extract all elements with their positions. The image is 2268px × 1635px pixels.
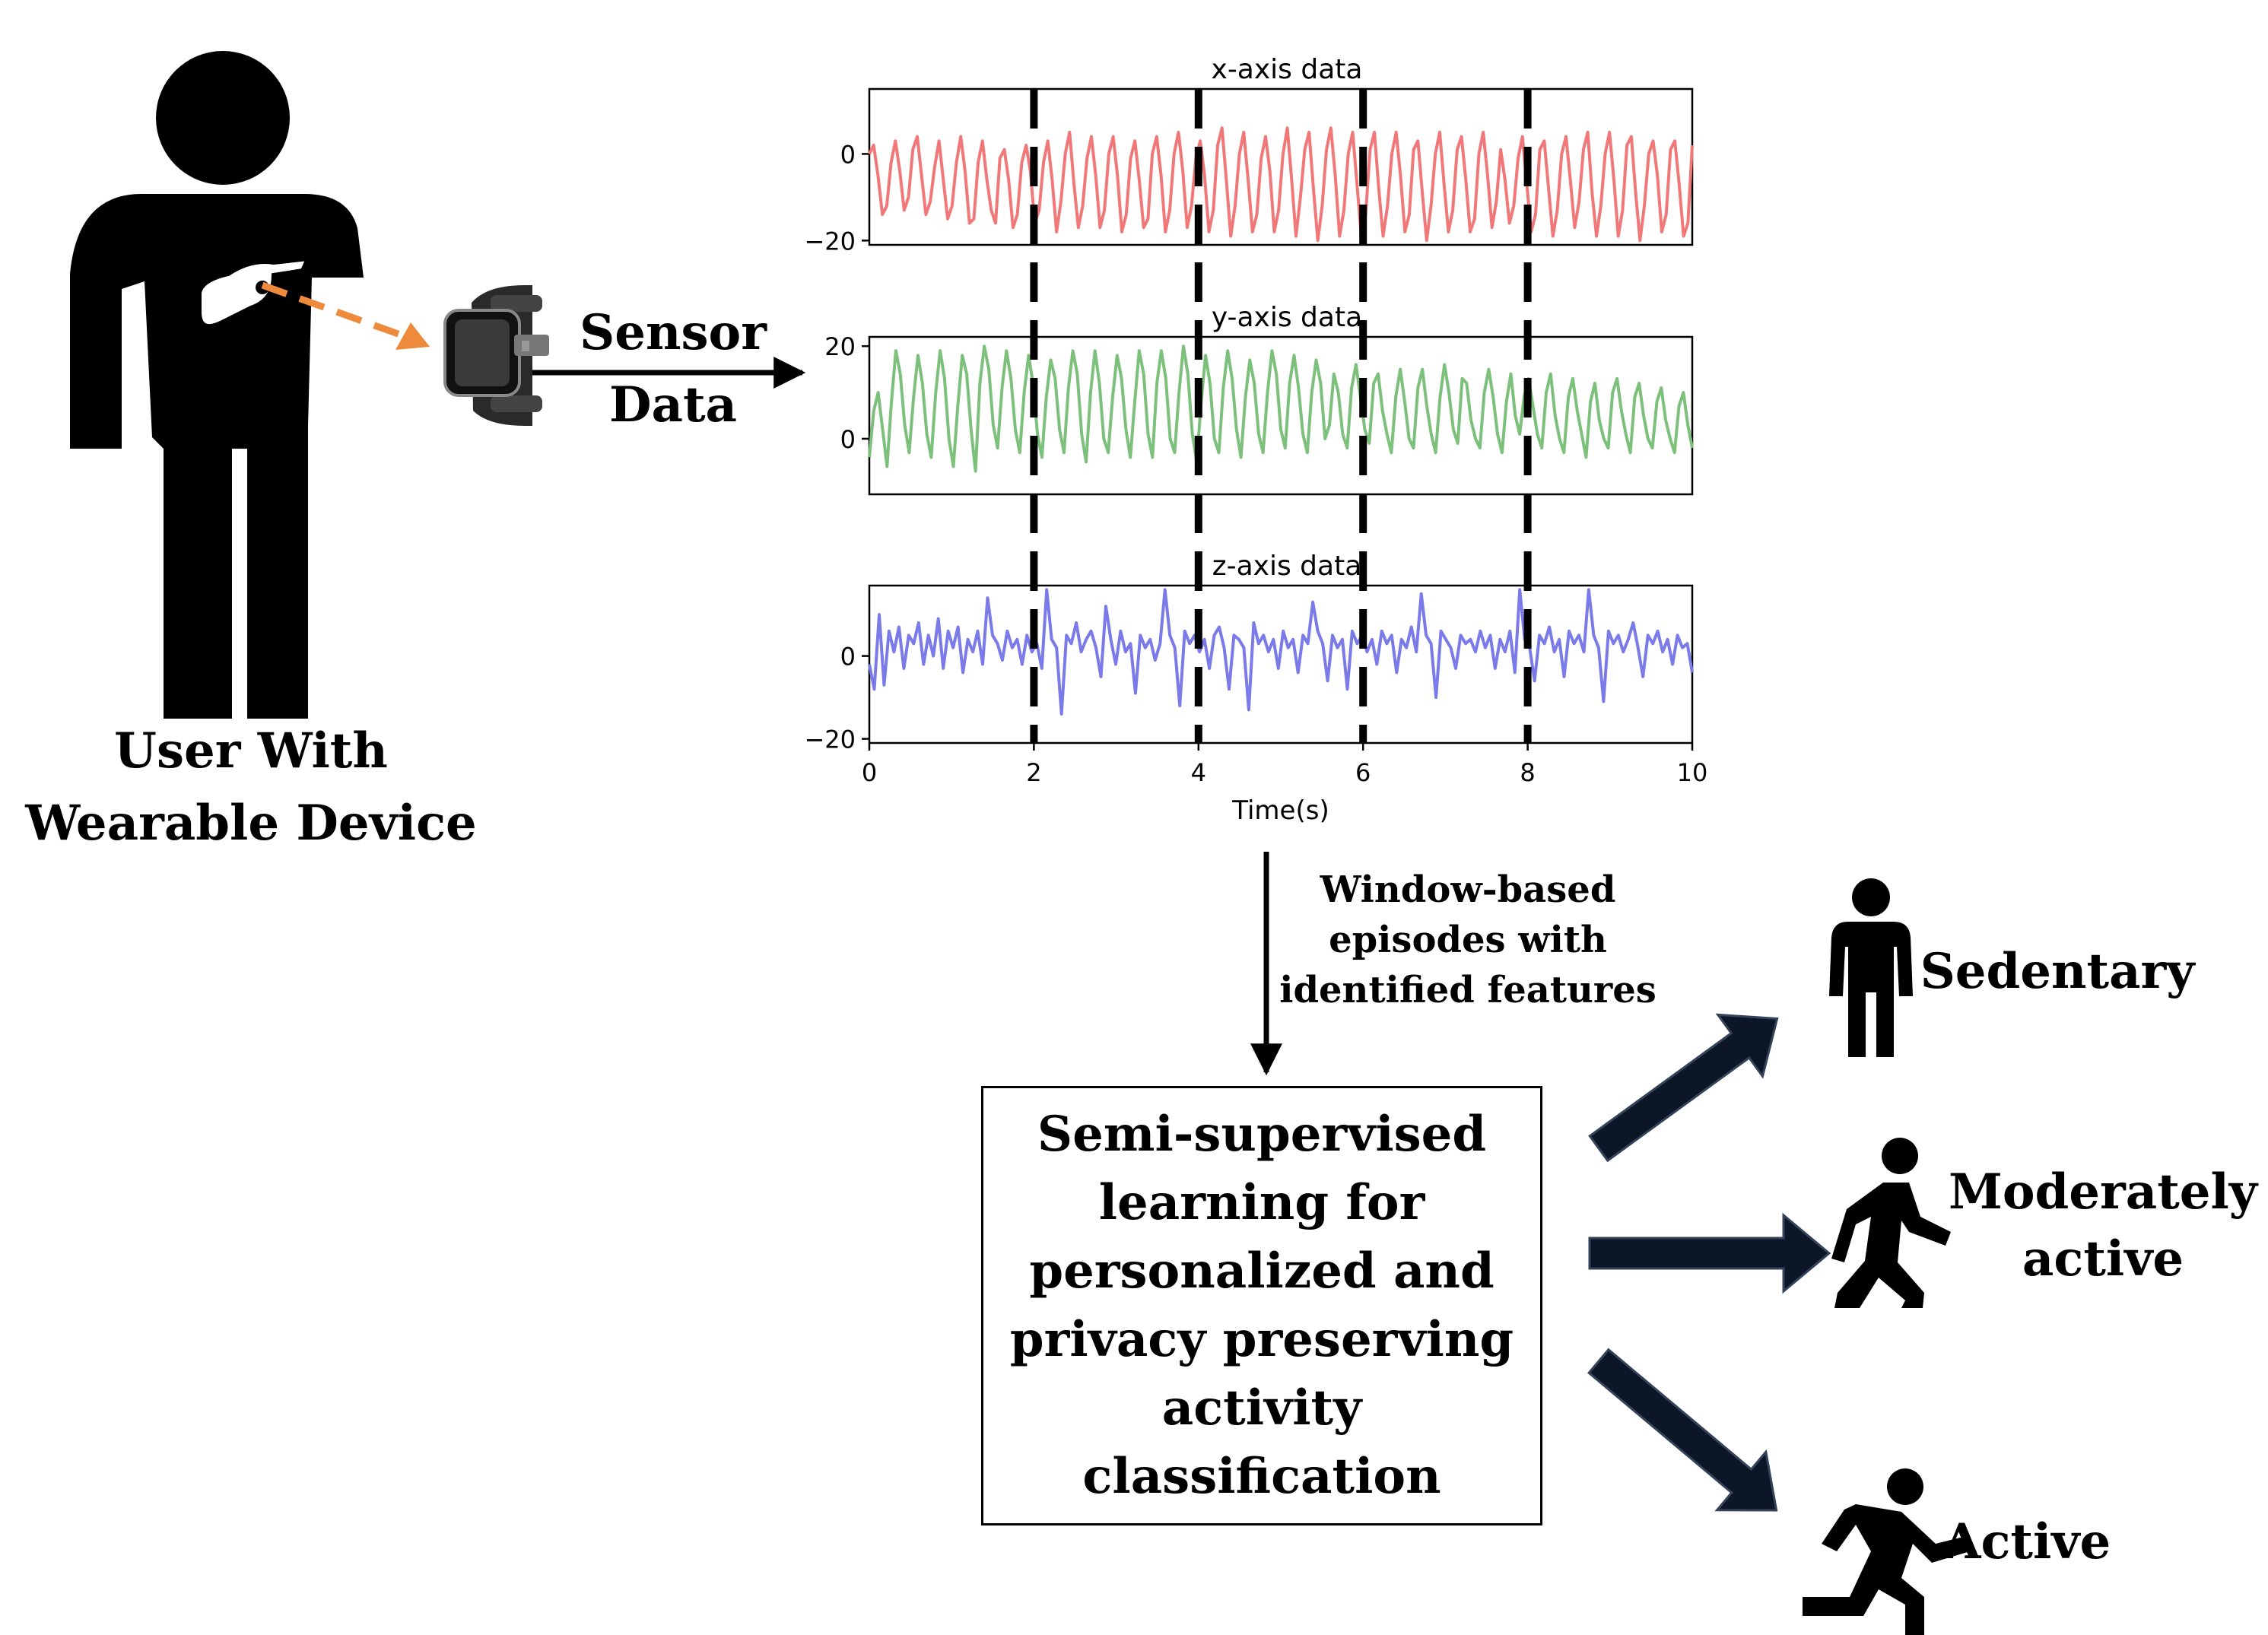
running-person-icon [1803, 1468, 1970, 1635]
series-line-3 [868, 588, 1694, 716]
panel-title-3: z-axis data [1212, 551, 1362, 582]
model-box: Semi-supervised learning for personalize… [981, 1086, 1542, 1525]
xtick-label-3: 4 [1191, 758, 1206, 787]
x-axis-label: Time(s) [1231, 795, 1329, 826]
ytick-label-3-2: −20 [804, 725, 856, 754]
class-active-label: Active [1942, 1513, 2111, 1570]
user-figure-icon [70, 51, 364, 719]
model-box-line1: Semi-supervised [1037, 1106, 1487, 1163]
xtick-label-1: 0 [862, 758, 877, 787]
xtick-label-4: 6 [1355, 758, 1371, 787]
sensor-label-line1: Sensor [580, 304, 767, 361]
model-box-line5: activity [1161, 1379, 1362, 1437]
walking-person-icon [1831, 1138, 1951, 1308]
model-box-line2: learning for [1098, 1174, 1425, 1231]
user-caption-line2: Wearable Device [25, 795, 477, 852]
panel-frame-2 [868, 335, 1694, 496]
sensor-label-line2: Data [609, 376, 737, 433]
xtick-label-6: 10 [1677, 758, 1708, 787]
ytick-label-3-1: 0 [840, 643, 856, 671]
window-note-line1: Window-based [1320, 868, 1616, 911]
class-moderate-label-line1: Moderately [1949, 1164, 2257, 1221]
arrow-to-active [1587, 1348, 1778, 1512]
panel-frame-3 [868, 584, 1694, 744]
standing-person-icon [1829, 878, 1913, 1057]
class-moderate-label-line2: active [2022, 1230, 2184, 1287]
arrow-to-sedentary [1588, 1013, 1779, 1163]
ytick-label-2-1: 20 [824, 332, 856, 361]
user-caption-line1: User With [114, 722, 388, 779]
xtick-label-5: 8 [1520, 758, 1535, 787]
class-sedentary-label: Sedentary [1920, 943, 2195, 1000]
window-note-line3: identified features [1279, 969, 1657, 1011]
pointer-dashed-arrow [261, 281, 412, 342]
arrow-to-moderate [1588, 1212, 1831, 1294]
window-note-line2: episodes with [1329, 919, 1607, 961]
series-line-1 [868, 126, 1694, 243]
panel-title-1: x-axis data [1212, 54, 1363, 85]
model-box-line6: classification [1082, 1448, 1441, 1505]
series-line-2 [868, 344, 1694, 473]
ytick-label-2-2: 0 [840, 425, 856, 454]
xtick-label-2: 2 [1026, 758, 1041, 787]
model-box-line4: privacy preserving [1009, 1311, 1514, 1368]
panel-title-2: y-axis data [1212, 302, 1362, 333]
ytick-label-1-1: 0 [840, 140, 856, 169]
ytick-label-1-2: −20 [804, 227, 856, 256]
smartwatch-icon [443, 285, 549, 426]
pointer-arrow-head [395, 322, 430, 350]
model-box-line3: personalized and [1029, 1243, 1495, 1300]
